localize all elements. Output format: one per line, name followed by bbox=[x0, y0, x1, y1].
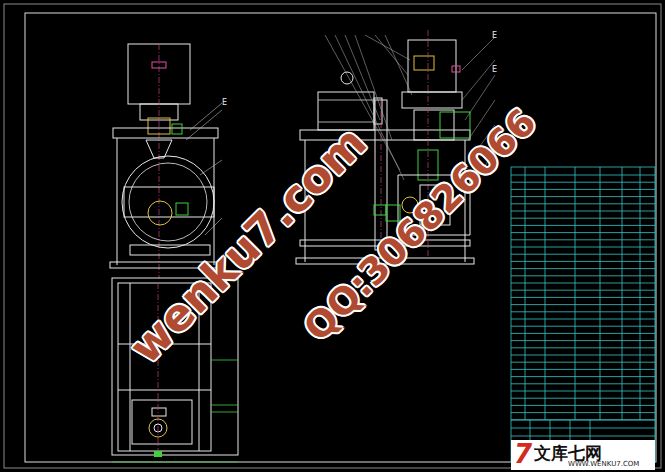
drawing-border bbox=[25, 13, 656, 462]
logo-mark: 7 bbox=[514, 441, 532, 467]
callout-letter: E bbox=[492, 32, 497, 40]
sheet-frame bbox=[4, 4, 661, 468]
logo-url: WWW.WENKU7.COM bbox=[568, 461, 639, 468]
logo-text: 文库七网 bbox=[534, 445, 602, 462]
callout-letter: E bbox=[222, 99, 227, 107]
logo-ground bbox=[511, 440, 655, 470]
title-block bbox=[511, 167, 655, 462]
callout-letter: E bbox=[492, 66, 497, 74]
front-view bbox=[110, 44, 222, 278]
